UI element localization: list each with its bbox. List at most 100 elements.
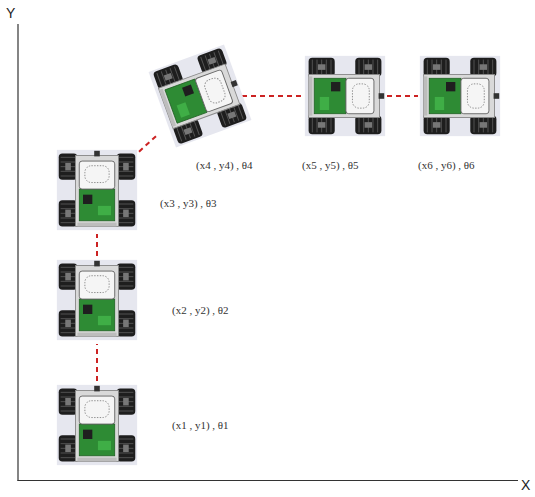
robot-part (59, 200, 78, 226)
robot-part (201, 57, 206, 71)
robot-part (238, 105, 243, 119)
robot-part (435, 97, 444, 110)
pose-label: (x3 , y3) , θ3 (160, 198, 217, 209)
robot-part (318, 122, 325, 128)
robot-part (218, 51, 223, 65)
robot-part (76, 390, 119, 461)
robot-part (432, 60, 433, 75)
robot-part (478, 117, 479, 132)
robot-part (433, 122, 440, 128)
robot-part (61, 286, 76, 287)
robot-part (77, 223, 116, 227)
robot-part (474, 60, 475, 75)
robot-part (59, 310, 78, 336)
robot-part (208, 57, 217, 65)
robot-part (184, 127, 193, 135)
robot-part (467, 84, 484, 108)
robot-part (65, 273, 71, 280)
robot-part (373, 117, 374, 132)
robot-part (61, 443, 76, 444)
robot-part (83, 195, 92, 204)
robot-part (77, 458, 116, 462)
robot-part (309, 75, 380, 118)
robot-part (61, 222, 76, 223)
robot-part (118, 332, 133, 333)
robot-part (182, 84, 194, 96)
robot-part (231, 80, 238, 87)
robot-part (118, 443, 133, 444)
robot-part (77, 333, 116, 337)
robot-part (118, 392, 133, 393)
path-connector (242, 95, 303, 97)
robot-part (480, 64, 487, 70)
robot-part (117, 389, 136, 415)
robot-part (492, 60, 493, 75)
robot-illustration (303, 52, 387, 140)
robot-part (61, 332, 76, 333)
robot-illustration (418, 52, 502, 140)
robot-part (203, 76, 227, 105)
robot-part (427, 60, 428, 75)
robot-part (65, 163, 71, 170)
robot-part (118, 286, 133, 287)
robot-part (478, 60, 479, 75)
robot-part (118, 267, 133, 268)
robot-part (117, 200, 136, 226)
robot-part (118, 281, 133, 282)
robot-part (79, 161, 114, 189)
robot-part (429, 78, 461, 113)
robot-illustration (55, 256, 139, 344)
robot-part (305, 56, 385, 136)
robot-pose: (x6 , y6) , θ6 (418, 52, 502, 140)
robot-part (441, 117, 442, 132)
robot-part (61, 392, 76, 393)
robot-part (79, 271, 114, 299)
robot-illustration (55, 381, 139, 469)
robot-part (359, 60, 360, 75)
axis-label: X (521, 478, 530, 492)
robot-part (61, 411, 76, 412)
robot-part (61, 314, 76, 315)
robot-part (57, 150, 137, 230)
robot-pose: (x1 , y1) , θ1 (55, 381, 139, 469)
robot-part (98, 316, 111, 325)
robot-part (355, 58, 381, 77)
robot-part (123, 210, 129, 217)
robot-part (59, 389, 78, 415)
robot-part (118, 453, 133, 454)
robot-part (312, 117, 313, 132)
robot-part (365, 64, 372, 70)
robot-part (331, 82, 340, 91)
robot-part (61, 176, 76, 177)
robot-part (98, 441, 111, 450)
robot-part (309, 116, 335, 135)
robot-part (57, 260, 137, 340)
robot-part (363, 60, 364, 75)
robot-part (79, 396, 114, 424)
robot-part (61, 457, 76, 458)
robot-part (461, 78, 489, 113)
robot-part (118, 204, 133, 205)
robot-part (474, 117, 475, 132)
robot-part (65, 210, 71, 217)
robot-part (61, 204, 76, 205)
robot-part (79, 189, 114, 221)
robot-part (118, 176, 133, 177)
robot-part (117, 435, 136, 461)
pose-label: (x5 , y5) , θ5 (302, 160, 359, 171)
robot-illustration (55, 146, 139, 234)
robot-part (420, 56, 500, 136)
robot-part (76, 265, 119, 336)
pose-label: (x2 , y2) , θ2 (172, 305, 229, 316)
robot-part (123, 445, 129, 452)
robot-part (123, 320, 129, 327)
robot-part (326, 60, 327, 75)
robot-illustration (158, 52, 242, 140)
robot-part (118, 222, 133, 223)
robot-part (65, 398, 71, 405)
robot-part (57, 150, 137, 230)
robot-part (331, 117, 332, 132)
robot-part (65, 445, 71, 452)
robot-part (317, 60, 318, 75)
